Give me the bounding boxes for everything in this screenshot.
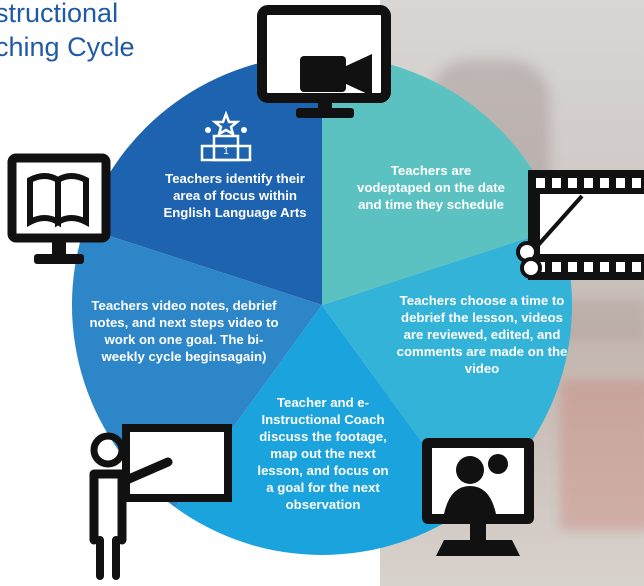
- video-camera-monitor-icon: [257, 5, 391, 118]
- film-scissors-icon: [516, 170, 644, 280]
- video-call-monitor-icon: [422, 438, 534, 556]
- segment-text-videotaped: Teachers are vodeptaped on the date and …: [356, 163, 505, 212]
- segment-text-debrief: Teachers choose a time to debrief the le…: [396, 293, 568, 376]
- diagram-title: nstructional aching Cycle: [0, 0, 135, 64]
- segment-videotaped: [322, 54, 560, 305]
- segment-debrief: [322, 227, 573, 508]
- teacher-board-icon: [89, 424, 232, 580]
- title-line-1: nstructional: [0, 0, 119, 28]
- segment-coach: [175, 305, 469, 556]
- svg-text:1: 1: [223, 146, 229, 157]
- podium-icon: 1: [200, 110, 252, 162]
- segment-text-identify: Teachers identify their area of focus wi…: [163, 171, 307, 220]
- photo-blur-object: [560, 380, 644, 530]
- segment-text-notes: Teachers video notes, debrief notes, and…: [89, 298, 279, 364]
- title-line-2: aching Cycle: [0, 32, 135, 62]
- book-monitor-icon: [7, 153, 111, 264]
- segment-identify: [84, 54, 322, 305]
- segment-text-coach: Teacher and e-Instructional Coach discus…: [257, 395, 389, 512]
